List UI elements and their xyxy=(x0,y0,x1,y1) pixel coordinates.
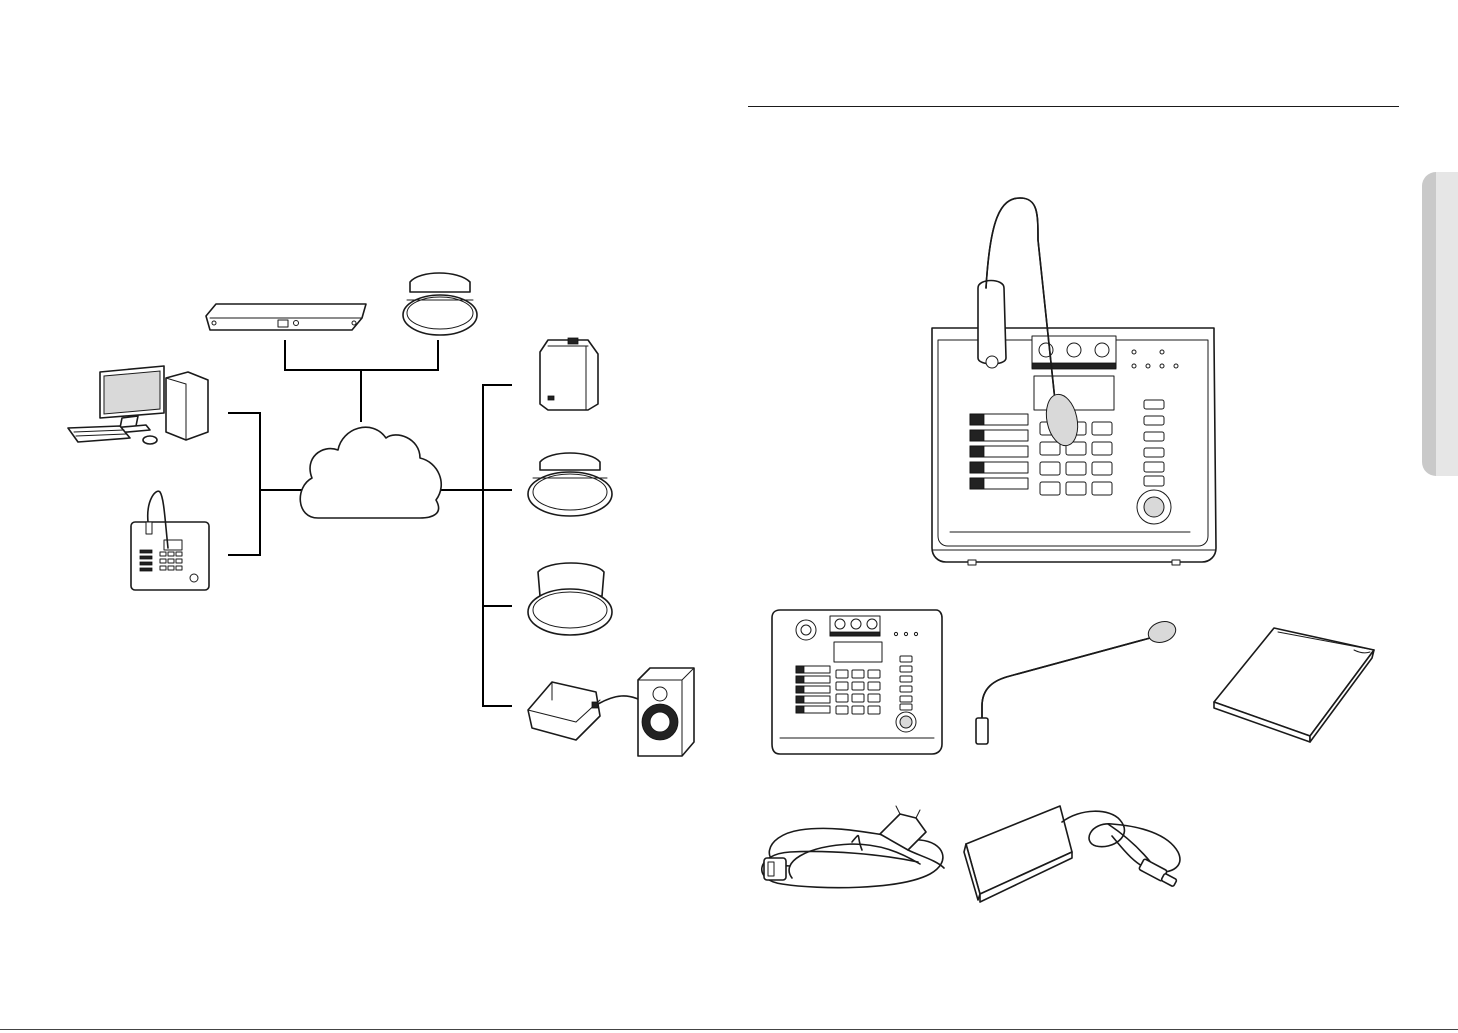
rack-mount-unit-icon xyxy=(206,304,366,330)
ceiling-speaker-icon xyxy=(528,563,612,635)
power-cord-icon xyxy=(762,806,944,888)
ceiling-speaker-icon xyxy=(403,273,477,335)
manual-booklet-icon xyxy=(1214,628,1374,742)
paging-console-icon xyxy=(131,491,209,590)
wall-speaker-icon xyxy=(540,338,598,410)
gooseneck-microphone-icon xyxy=(976,618,1178,744)
desktop-computer-icon xyxy=(68,366,208,444)
power-adapter-icon xyxy=(964,806,1180,902)
ceiling-speaker-icon xyxy=(528,453,612,516)
audio-adapter-speaker-icon xyxy=(528,668,694,756)
paging-console-icon xyxy=(772,610,942,754)
paging-console-with-microphone-icon xyxy=(932,198,1216,565)
network-cloud-icon xyxy=(300,427,441,518)
network-connections xyxy=(228,340,512,706)
